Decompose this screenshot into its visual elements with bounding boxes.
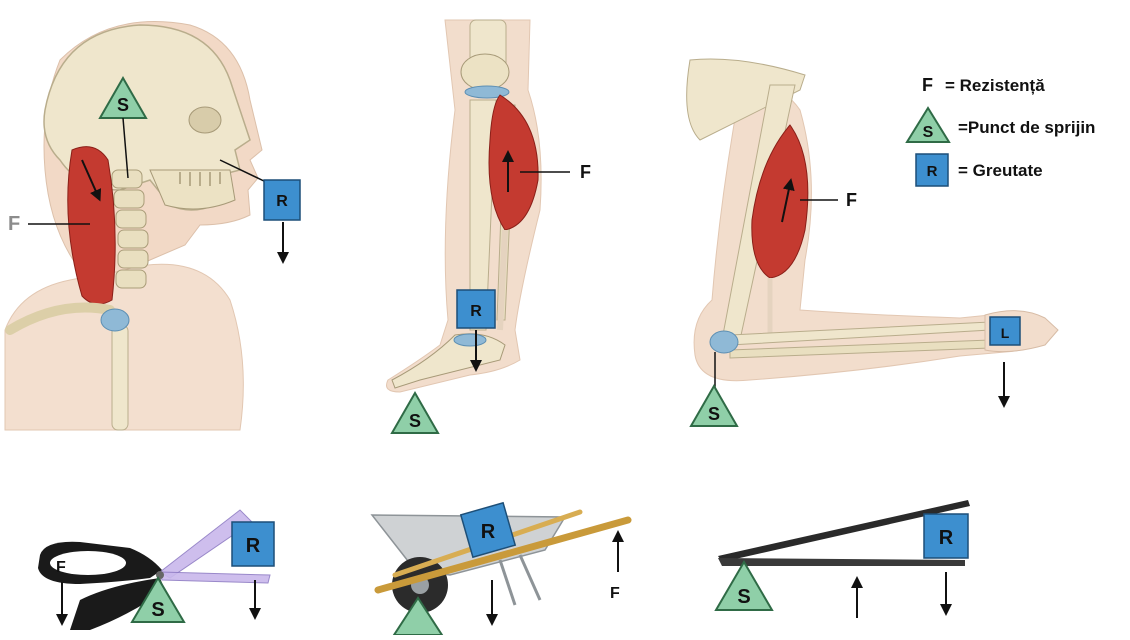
support-label-scissors: S <box>151 599 164 621</box>
head-neck-lever: S F R <box>5 22 300 430</box>
force-label-scissors: F <box>56 559 66 576</box>
support-label: S <box>117 95 129 115</box>
force-label: F <box>8 213 20 235</box>
wheelbarrow-legs <box>500 555 540 605</box>
legend: F = Rezistență S =Punct de sprijin R = G… <box>907 75 1095 186</box>
force-label-arm: F <box>846 190 857 210</box>
resistance-label-scissors: R <box>246 535 261 557</box>
elbow-joint <box>710 331 738 353</box>
thoracic-spine <box>112 325 128 430</box>
scissors-lever: F S R <box>38 510 274 630</box>
legend-resistance-symbol: R <box>927 163 938 180</box>
legend-support-symbol: S <box>923 124 934 141</box>
force-label-wheelbarrow: F <box>610 585 620 602</box>
ankle-joint <box>454 334 486 346</box>
resistance-label: R <box>276 193 288 210</box>
force-label-leg: F <box>580 162 591 182</box>
legend-force-text: = Rezistență <box>945 76 1045 95</box>
eye-socket <box>189 107 221 133</box>
support-label-arm: S <box>708 404 720 424</box>
joint <box>101 309 129 331</box>
support-label-tweezers: S <box>737 586 750 608</box>
wheelbarrow-lever: R F <box>372 503 628 635</box>
resistance-label-tweezers: R <box>939 527 954 549</box>
legend-force-symbol: F <box>922 75 933 95</box>
legend-resistance-text: = Greutate <box>958 161 1043 180</box>
knee-cap <box>461 54 509 90</box>
tweezers-lever: S R <box>716 500 970 618</box>
scissor-blade-bottom <box>160 572 270 583</box>
arm-elbow-lever: F L S <box>687 59 1058 426</box>
resistance-label-wheelbarrow: R <box>481 521 496 543</box>
leg-ankle-lever: F R S <box>387 20 592 433</box>
load-label: L <box>1001 325 1010 341</box>
support-label-leg: S <box>409 411 421 431</box>
resistance-label-leg: R <box>470 303 482 320</box>
tweezer-arm-bottom <box>718 558 965 566</box>
legend-support-text: =Punct de sprijin <box>958 118 1095 137</box>
